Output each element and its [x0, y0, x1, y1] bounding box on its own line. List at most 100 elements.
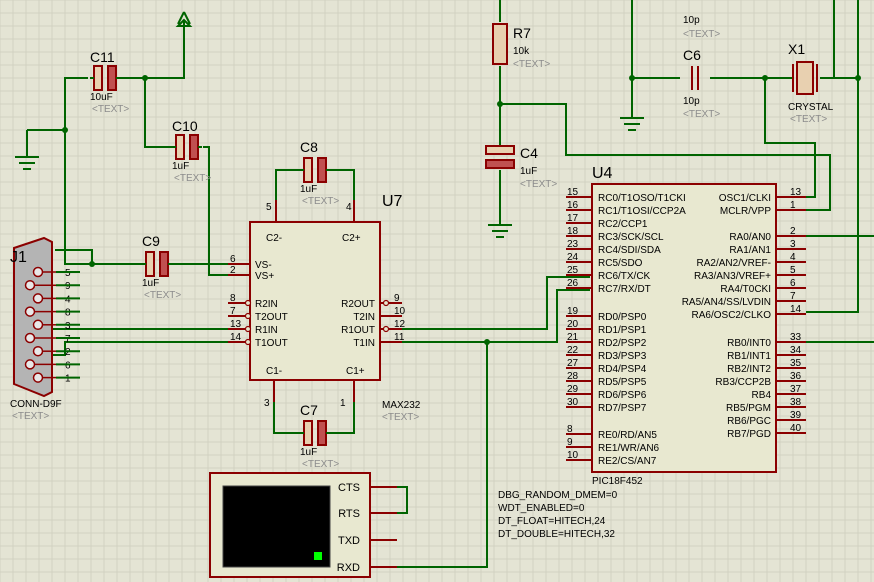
u4-pin-name: RE2/CS/AN7 [598, 456, 657, 467]
u4-ref: U4 [592, 165, 613, 182]
u4-pin-name: RC4/SDI/SDA [598, 245, 661, 256]
c4-value: 1uF [520, 166, 537, 177]
u7-pin-number: 11 [394, 332, 405, 343]
u4-pin-number: 15 [567, 187, 579, 198]
wire-c7-right [330, 385, 355, 434]
j1-placeholder: <TEXT> [12, 411, 49, 422]
u4-pin-name: RD7/PSP7 [598, 403, 647, 414]
u7-pin-number: 7 [230, 306, 236, 317]
j1-pin-number: 3 [65, 321, 71, 332]
wire-r1out [394, 276, 590, 330]
j1-pin-number: 6 [65, 360, 71, 371]
x1-ref: X1 [788, 41, 805, 57]
u4-pin-number: 3 [790, 239, 796, 250]
u4-pin-number: 1 [790, 200, 796, 211]
resistor-r7[interactable]: R7 10k <TEXT> [492, 23, 550, 70]
c8-ref: C8 [300, 139, 318, 155]
c10-ref: C10 [172, 118, 198, 134]
c5-value: 10p [683, 15, 700, 26]
u4-pin-number: 2 [790, 226, 796, 237]
capacitor-c11[interactable]: C11 10uF<TEXT> [90, 49, 129, 115]
u4-pin-number: 18 [567, 226, 579, 237]
crystal-x1[interactable]: X1 CRYSTAL <TEXT> [785, 41, 834, 125]
c11-value: 10uF [90, 92, 113, 103]
u4-pin-number: 14 [790, 304, 802, 315]
ground-symbols [15, 11, 644, 238]
j1-pin-icon [32, 372, 44, 383]
wire-t1out [52, 341, 248, 356]
u4-pin-name: RB2/INT2 [727, 364, 771, 375]
u4-pin-name: RC3/SCK/SCL [598, 232, 664, 243]
terminal-pin-label: CTS [338, 482, 360, 494]
u4-pin-name: RC5/SDO [598, 258, 643, 269]
wire-gnd-left [27, 129, 92, 265]
u7-pin-number: 4 [346, 202, 352, 213]
u4-pin-number: 21 [567, 332, 579, 343]
u7-pin-name: T1OUT [255, 338, 288, 349]
wire-c9-left [55, 249, 93, 264]
terminal-pin-label: RTS [338, 508, 360, 520]
u4-pin-number: 13 [790, 187, 802, 198]
c9-ref: C9 [142, 233, 160, 249]
u4-pin-number: 22 [567, 345, 579, 356]
c10-placeholder: <TEXT> [174, 173, 211, 184]
u4-pin-name: RB5/PGM [726, 403, 771, 414]
u4-pin-name: MCLR/VPP [720, 206, 771, 217]
u4-pin-name: RD1/PSP1 [598, 325, 647, 336]
capacitor-c10[interactable]: C10 1uF<TEXT> [172, 118, 211, 184]
u4-pin-name: RA1/AN1 [729, 245, 771, 256]
wire-c11-left [64, 77, 88, 130]
terminal-cursor [314, 552, 322, 560]
c4-placeholder: <TEXT> [520, 179, 557, 190]
j1-pin-icon [24, 332, 36, 344]
r7-placeholder: <TEXT> [513, 59, 550, 70]
wire-cts-rts [370, 486, 408, 514]
j1-pin-icon [24, 359, 36, 370]
u7-pin-number: 10 [394, 306, 406, 317]
u7-pin-number: 8 [230, 293, 236, 304]
c9-placeholder: <TEXT> [144, 290, 181, 301]
x1-value: CRYSTAL [788, 102, 834, 113]
chip-u7[interactable]: U7 MAX232 <TEXT> 6VS-2VS+8R2IN7T2OUT13R1… [228, 193, 421, 423]
u7-placeholder: <TEXT> [382, 412, 419, 423]
capacitor-c5[interactable]: 10p <TEXT> [683, 15, 720, 40]
c7-ref: C7 [300, 402, 318, 418]
u4-pin-name: RC7/RX/DT [598, 284, 651, 295]
u7-pin-name: R1IN [255, 325, 278, 336]
u7-pin-name: VS+ [255, 271, 274, 282]
c9-value: 1uF [142, 278, 159, 289]
u4-pin-name: RE1/WR/AN6 [598, 443, 660, 454]
c6-ref: C6 [683, 47, 701, 63]
u4-pin-name: RC6/TX/CK [598, 271, 651, 282]
u4-pin-number: 24 [567, 252, 579, 263]
c11-ref: C11 [90, 49, 115, 65]
chip-u4[interactable]: U4 PIC18F452 15RC0/T1OSO/T1CKI16RC1/T1OS… [566, 165, 806, 487]
u4-pin-name: RD3/PSP3 [598, 351, 647, 362]
j1-pin-icon [32, 319, 44, 331]
j1-pin-icon [24, 279, 36, 291]
u4-pin-number: 26 [567, 278, 579, 289]
j1-pin-icon [32, 293, 44, 304]
c10-value: 1uF [172, 161, 189, 172]
u4-pin-name: RC1/T1OSI/CCP2A [598, 206, 686, 217]
u4-pin-number: 17 [567, 213, 579, 224]
u4-pin-number: 6 [790, 278, 796, 289]
u4-pin-name: RD6/PSP6 [598, 390, 647, 401]
capacitor-c9[interactable]: C9 1uF<TEXT> [142, 233, 181, 301]
u4-pin-name: RA3/AN3/VREF+ [694, 271, 771, 282]
u4-pin-name: RB7/PGD [727, 429, 771, 440]
config-block: DBG_RANDOM_DMEM=0WDT_ENABLED=0DT_FLOAT=H… [498, 490, 618, 540]
u7-pin-name: C1+ [346, 366, 365, 377]
wire-x1-right [806, 77, 859, 313]
c11-placeholder: <TEXT> [92, 104, 129, 115]
u4-pin-number: 37 [790, 384, 802, 395]
c7-value: 1uF [300, 447, 317, 458]
j1-pin-number: 9 [65, 281, 71, 292]
